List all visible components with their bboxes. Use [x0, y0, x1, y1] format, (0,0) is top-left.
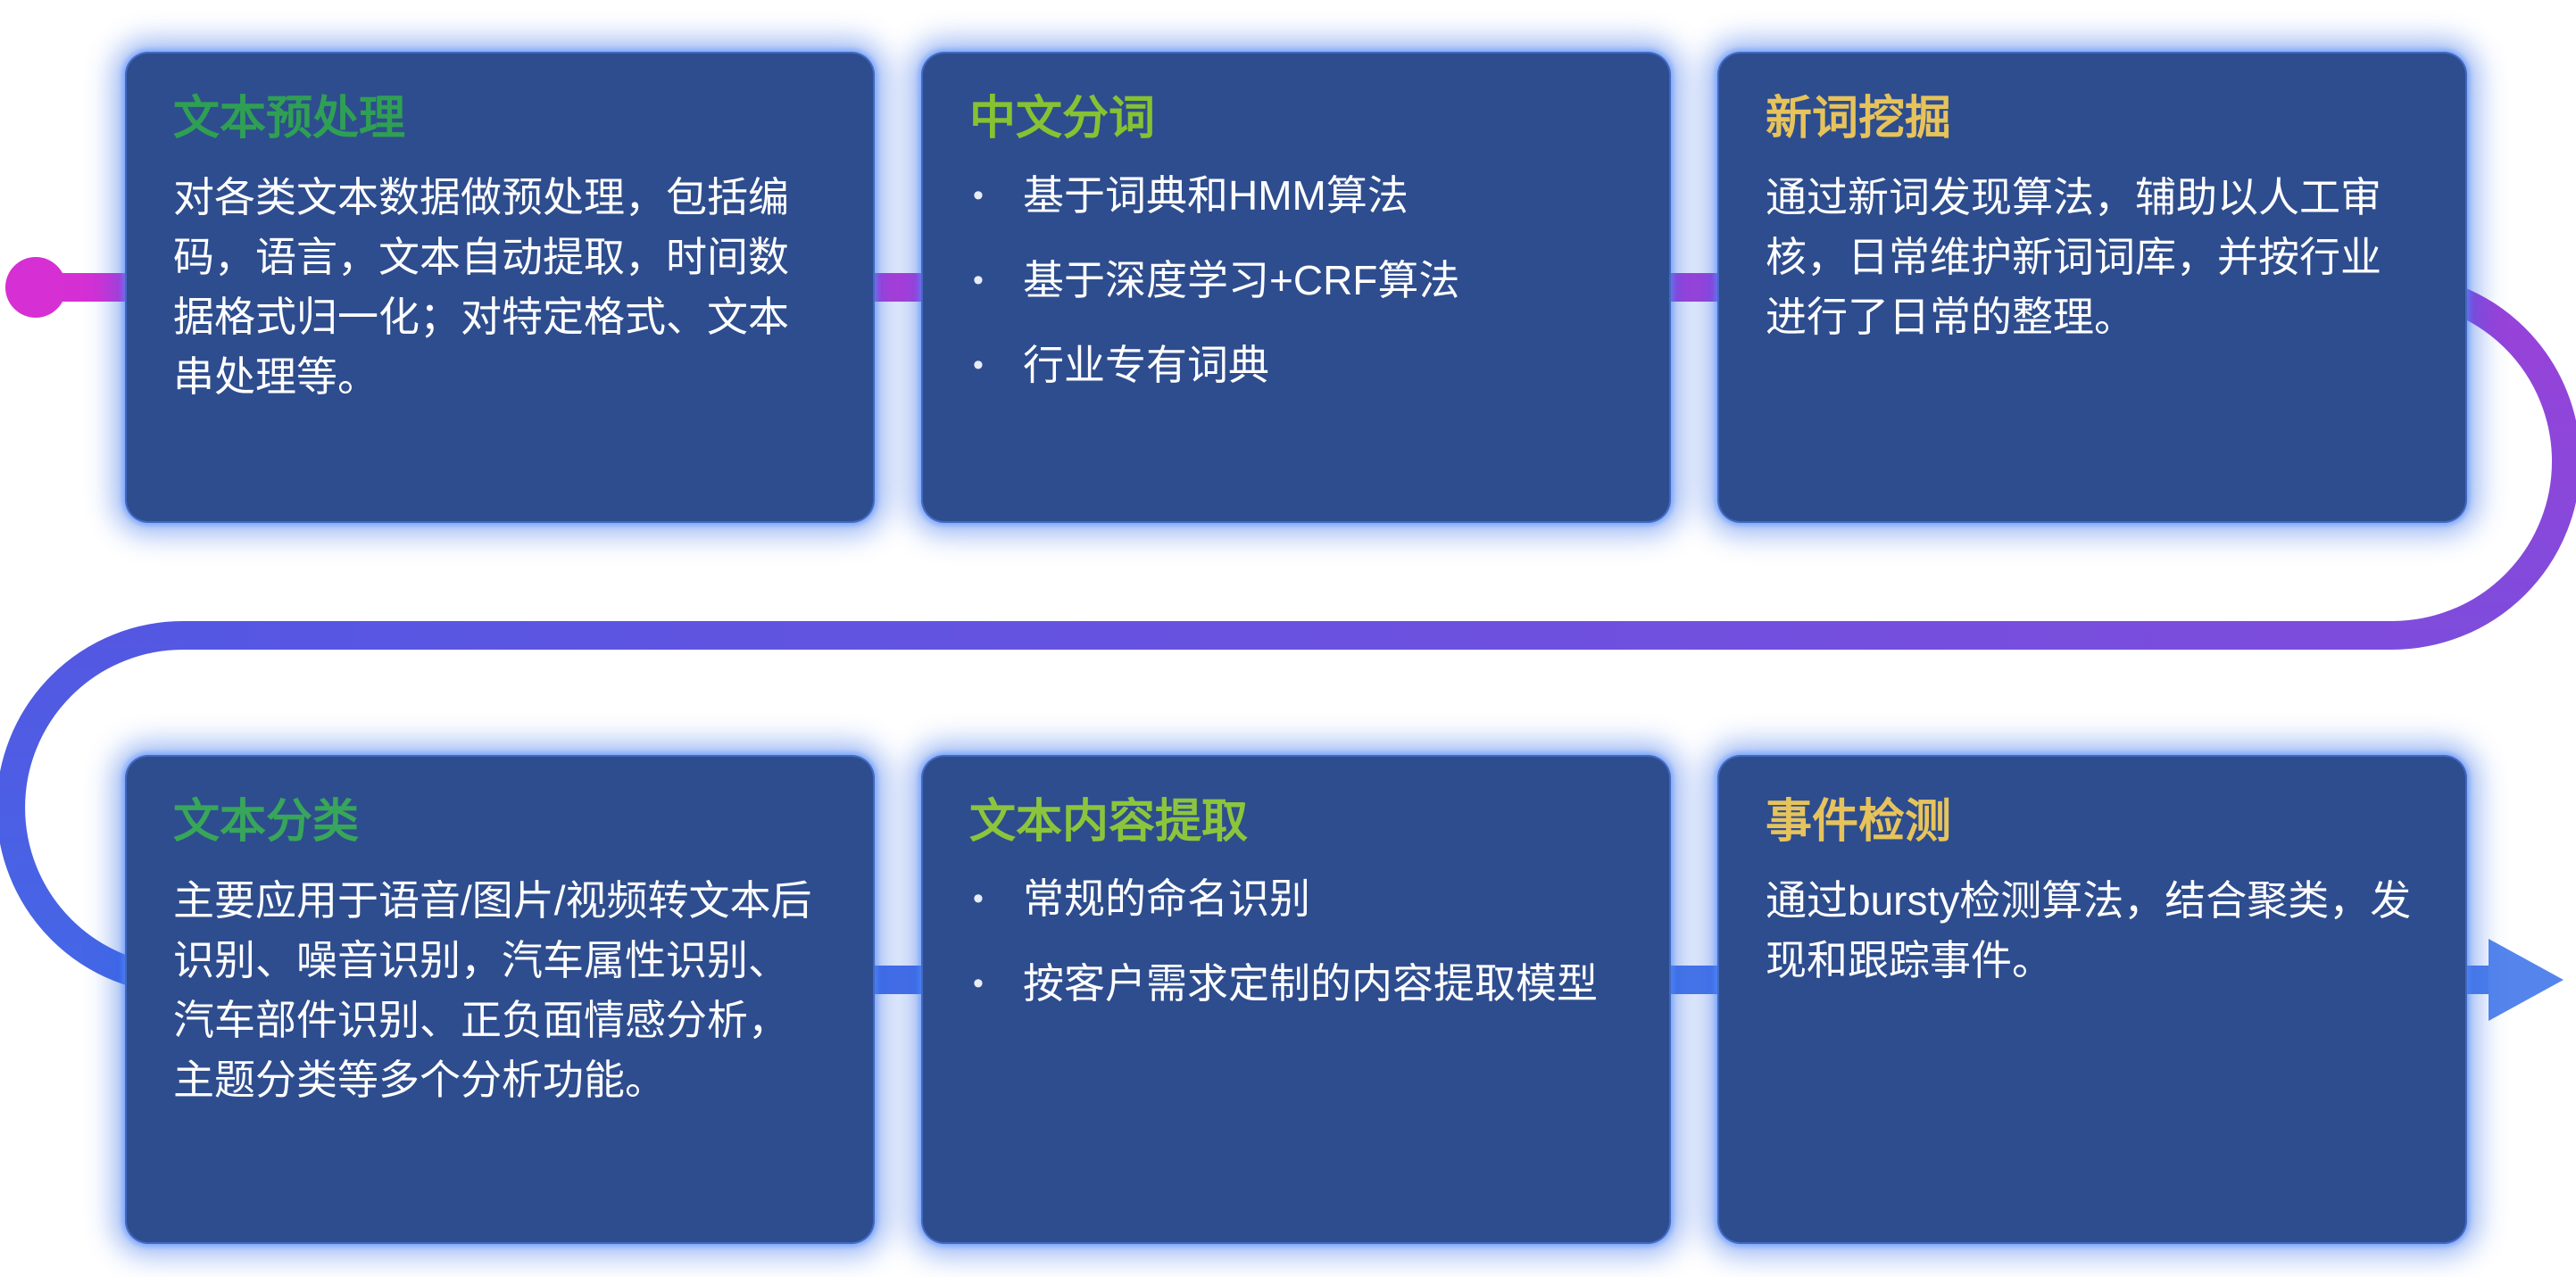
card-title: 文本内容提取 [969, 796, 1249, 848]
flow-arrow-icon [2489, 939, 2564, 1021]
bullet-item: • 基于深度学习+CRF算法 [969, 253, 1623, 308]
bullet-item: • 按客户需求定制的内容提取模型 [969, 956, 1623, 1011]
bullet-icon: • [973, 348, 984, 382]
card-chinese-word-segmentation: 中文分词 • 基于词典和HMM算法 • 基于深度学习+CRF算法 • 行业专有词… [921, 52, 1671, 523]
bullet-text: 行业专有词典 [1023, 342, 1269, 388]
card-body-text: 通过bursty检测算法，结合聚类，发现和跟踪事件。 [1766, 877, 2412, 983]
bullet-text: 常规的命名识别 [1023, 875, 1310, 922]
card-title: 文本分类 [173, 796, 360, 848]
card-title: 新词挖掘 [1766, 93, 1952, 145]
card-title: 事件检测 [1766, 796, 1952, 848]
bullet-text: 按客户需求定制的内容提取模型 [1023, 960, 1598, 1007]
card-text-preprocessing: 文本预处理 对各类文本数据做预处理，包括编码，语言，文本自动提取，时间数据格式归… [125, 52, 875, 523]
flow-right-curve [2391, 273, 2576, 650]
card-title: 中文分词 [969, 93, 1156, 145]
bullet-icon: • [973, 966, 984, 1000]
card-text-classification: 文本分类 主要应用于语音/图片/视频转文本后识别、噪音识别，汽车属性识别、汽车部… [125, 755, 875, 1244]
bullet-list: • 常规的命名识别 • 按客户需求定制的内容提取模型 [969, 871, 1623, 1011]
card-body-text: 主要应用于语音/图片/视频转文本后识别、噪音识别，汽车属性识别、汽车部件识别、正… [173, 877, 812, 1103]
flow-start-dot-icon [5, 257, 66, 318]
flow-left-curve [0, 621, 184, 994]
bullet-list: • 基于词典和HMM算法 • 基于深度学习+CRF算法 • 行业专有词典 [969, 168, 1623, 393]
bullet-text: 基于词典和HMM算法 [1023, 172, 1408, 219]
bullet-icon: • [973, 263, 984, 297]
bullet-item: • 常规的命名识别 [969, 871, 1623, 926]
bullet-item: • 行业专有词典 [969, 337, 1623, 393]
card-body-text: 对各类文本数据做预处理，包括编码，语言，文本自动提取，时间数据格式归一化；对特定… [173, 174, 789, 400]
bullet-text: 基于深度学习+CRF算法 [1023, 257, 1460, 303]
bullet-icon: • [973, 178, 984, 212]
card-text-content-extraction: 文本内容提取 • 常规的命名识别 • 按客户需求定制的内容提取模型 [921, 755, 1671, 1244]
bullet-icon: • [973, 882, 984, 916]
card-new-word-mining: 新词挖掘 通过新词发现算法，辅助以人工审核，日常维护新词词库，并按行业进行了日常… [1717, 52, 2467, 523]
card-title: 文本预处理 [173, 93, 406, 145]
bullet-item: • 基于词典和HMM算法 [969, 168, 1623, 223]
card-body-text: 通过新词发现算法，辅助以人工审核，日常维护新词词库，并按行业进行了日常的整理。 [1766, 174, 2381, 340]
card-event-detection: 事件检测 通过bursty检测算法，结合聚类，发现和跟踪事件。 [1717, 755, 2467, 1244]
